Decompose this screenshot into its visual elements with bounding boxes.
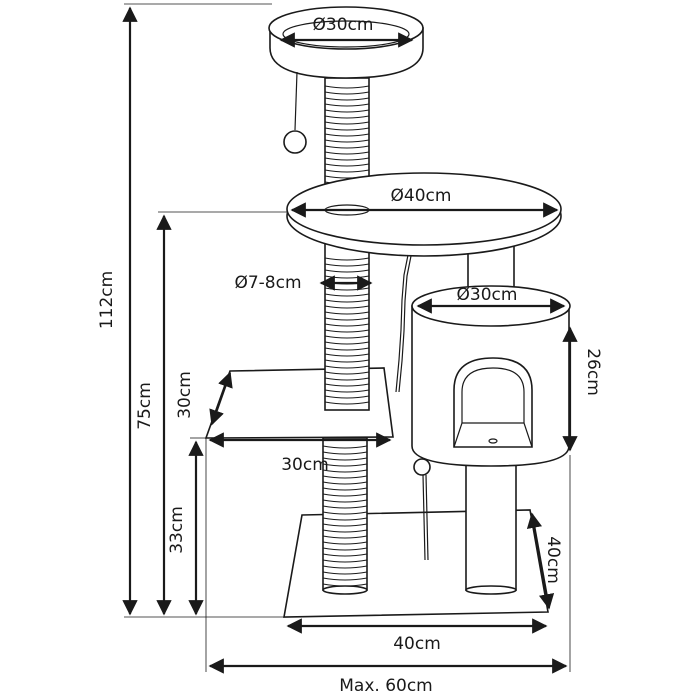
main-post-foot: [322, 585, 368, 595]
house-door-hole: [488, 438, 498, 444]
house-toy-string: [422, 474, 426, 561]
sisal-ring: [324, 317, 370, 321]
extension-lines: [124, 3, 571, 672]
sisal-ring: [324, 347, 370, 351]
sisal-ring: [322, 475, 368, 479]
sisal-ring: [324, 145, 370, 149]
label-step-depth: 30cm: [175, 371, 195, 419]
sisal-ring: [322, 505, 368, 509]
sisal-ring: [322, 511, 368, 515]
sisal-ring: [324, 91, 370, 95]
sisal-ring: [322, 463, 368, 467]
dim-step-depth: [209, 371, 233, 426]
sisal-ring: [324, 163, 370, 167]
house-door-floor: [453, 422, 533, 448]
sisal-ring: [322, 487, 368, 491]
sisal-rings-lower: [322, 445, 368, 587]
sisal-ring: [324, 157, 370, 161]
label-base-depth: 40cm: [543, 536, 563, 584]
sisal-ring: [324, 305, 370, 309]
sisal-ring: [324, 109, 370, 113]
sisal-ring: [324, 383, 370, 387]
cat-tree-structure: [204, 6, 571, 618]
sisal-ring: [324, 389, 370, 393]
label-base-width: 40cm: [393, 634, 441, 654]
sisal-ring: [324, 359, 370, 363]
sisal-ring: [322, 481, 368, 485]
sisal-ring: [324, 293, 370, 297]
sisal-ring: [324, 133, 370, 137]
sisal-ring: [324, 365, 370, 369]
house-toy-string-2: [425, 474, 429, 561]
sisal-ring: [324, 151, 370, 155]
sisal-ring: [324, 257, 370, 261]
house-support-post: [465, 457, 517, 591]
sisal-ring: [324, 329, 370, 333]
label-max-width: Max. 60cm: [339, 676, 433, 696]
sisal-ring: [324, 335, 370, 339]
sisal-ring: [324, 401, 370, 405]
sisal-ring: [324, 121, 370, 125]
house-toy-ball: [413, 458, 431, 476]
sisal-ring: [322, 541, 368, 545]
hanging-rope-twist: [398, 255, 412, 393]
sisal-ring: [322, 523, 368, 527]
sisal-ring: [324, 395, 370, 399]
sisal-ring: [324, 269, 370, 273]
label-step-height: 33cm: [167, 506, 187, 554]
sisal-ring: [322, 565, 368, 569]
sisal-ring: [322, 577, 368, 581]
sisal-ring: [322, 547, 368, 551]
sisal-ring: [322, 571, 368, 575]
sisal-ring: [324, 371, 370, 375]
house-support-post-foot: [465, 585, 517, 595]
label-house-height: 26cm: [583, 348, 603, 396]
hanging-rope: [395, 254, 409, 393]
sisal-ring: [324, 353, 370, 357]
sisal-ring: [324, 115, 370, 119]
top-toy-ball: [283, 130, 307, 154]
sisal-ring: [322, 493, 368, 497]
sisal-ring: [322, 457, 368, 461]
sisal-ring: [322, 553, 368, 557]
sisal-ring: [324, 103, 370, 107]
sisal-ring: [324, 263, 370, 267]
house-door-arch: [453, 357, 533, 448]
dimension-lines: [122, 6, 578, 674]
sisal-ring: [324, 311, 370, 315]
sisal-ring: [324, 139, 370, 143]
sisal-ring: [324, 85, 370, 89]
sisal-ring: [324, 127, 370, 131]
sisal-ring: [324, 97, 370, 101]
label-house-top: Ø30cm: [457, 285, 518, 305]
sisal-ring: [322, 451, 368, 455]
label-post: Ø7-8cm: [234, 273, 301, 293]
sisal-ring: [324, 341, 370, 345]
label-middle-platform: Ø40cm: [391, 186, 452, 206]
sisal-ring: [322, 499, 368, 503]
sisal-ring: [324, 323, 370, 327]
sisal-ring: [322, 559, 368, 563]
sisal-ring: [322, 517, 368, 521]
label-step-width: 30cm: [281, 455, 329, 475]
sisal-ring: [324, 377, 370, 381]
sisal-ring: [324, 299, 370, 303]
top-toy-string: [294, 71, 298, 131]
dim-base-depth: [526, 512, 555, 610]
sisal-ring: [322, 469, 368, 473]
label-top-platform: Ø30cm: [313, 15, 374, 35]
dimension-labels: Ø30cm Ø40cm Ø7-8cm Ø30cm 26cm 30cm 30cm …: [97, 15, 603, 696]
house-door-inner: [461, 367, 525, 423]
sisal-ring: [324, 169, 370, 173]
sisal-ring: [322, 535, 368, 539]
label-middle-height: 75cm: [135, 382, 155, 430]
label-total-height: 112cm: [97, 271, 117, 329]
sisal-ring: [322, 529, 368, 533]
